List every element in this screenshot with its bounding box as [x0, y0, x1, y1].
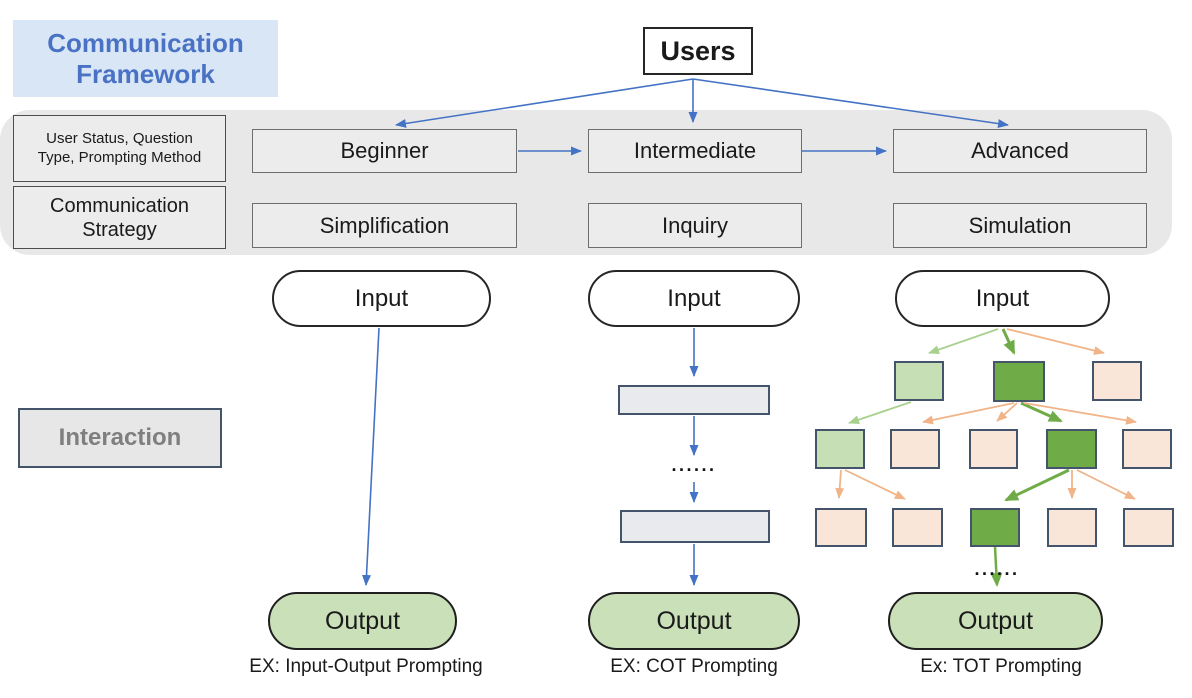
band-header-status: User Status, Question Type, Prompting Me… — [13, 115, 226, 182]
tot-input-node: Input — [895, 270, 1110, 327]
tot-node-l2-3 — [969, 429, 1018, 469]
strategy-inquiry: Inquiry — [588, 203, 802, 248]
arrow-tot-l1n2-to-l2n4 — [1020, 401, 1063, 423]
arrow-tot-l1n2-to-l2n5 — [1023, 402, 1137, 425]
tot-node-l3-2 — [892, 508, 943, 547]
arrow-tot-l2n1-to-l3n1 — [835, 469, 845, 499]
io-caption: EX: Input-Output Prompting — [249, 656, 483, 677]
tot-node-l2-1 — [815, 429, 865, 469]
tot-node-l1-1 — [894, 361, 944, 401]
tot-node-l2-4 — [1046, 429, 1097, 469]
tot-caption: Ex: TOT Prompting — [920, 656, 1082, 677]
tot-node-l3-1 — [815, 508, 867, 547]
level-advanced: Advanced — [893, 129, 1147, 173]
arrow-tot-l1n1-to-l2n1 — [848, 401, 912, 425]
arrow-tot-input-to-l1n2 — [1001, 328, 1016, 355]
cot-ellipsis: ...... — [671, 455, 717, 475]
cot-input-node: Input — [588, 270, 800, 327]
arrow-tot-l1n2-to-l2n2 — [922, 402, 1015, 425]
arrow-tot-l2n4-to-l3n5 — [1076, 469, 1136, 500]
arrow-tot-input-to-l1n1 — [928, 328, 999, 354]
cot-step-2 — [620, 510, 770, 543]
users-node: Users — [643, 27, 753, 75]
arrow-tot-input-to-l1n3 — [1006, 328, 1105, 355]
strategy-simulation: Simulation — [893, 203, 1147, 248]
cot-caption: EX: COT Prompting — [610, 656, 778, 677]
tot-node-l2-5 — [1122, 429, 1172, 469]
strategy-simplification: Simplification — [252, 203, 517, 248]
interaction-label: Interaction — [18, 408, 222, 468]
arrow-io-input-to-output — [362, 327, 380, 586]
arrow-tot-l2n1-to-l3n2 — [844, 469, 906, 500]
arrow-tot-l2n4-to-l3n3 — [1004, 468, 1070, 502]
cot-step-1 — [618, 385, 770, 415]
framework-title: Communication Framework — [13, 20, 278, 97]
level-beginner: Beginner — [252, 129, 517, 173]
band-header-strategy: Communication Strategy — [13, 186, 226, 249]
tot-node-l3-5 — [1123, 508, 1174, 547]
tot-node-l2-2 — [890, 429, 940, 469]
tot-node-l3-3 — [970, 508, 1020, 547]
level-intermediate: Intermediate — [588, 129, 802, 173]
tot-node-l1-2 — [993, 361, 1045, 402]
io-output-node: Output — [268, 592, 457, 650]
arrow-tot-l1n2-to-l2n3 — [996, 402, 1018, 422]
tot-node-l1-3 — [1092, 361, 1142, 401]
tot-output-node: Output — [888, 592, 1103, 650]
tot-ellipsis: ...... — [974, 559, 1020, 579]
cot-output-node: Output — [588, 592, 800, 650]
io-input-node: Input — [272, 270, 491, 327]
tot-node-l3-4 — [1047, 508, 1097, 547]
